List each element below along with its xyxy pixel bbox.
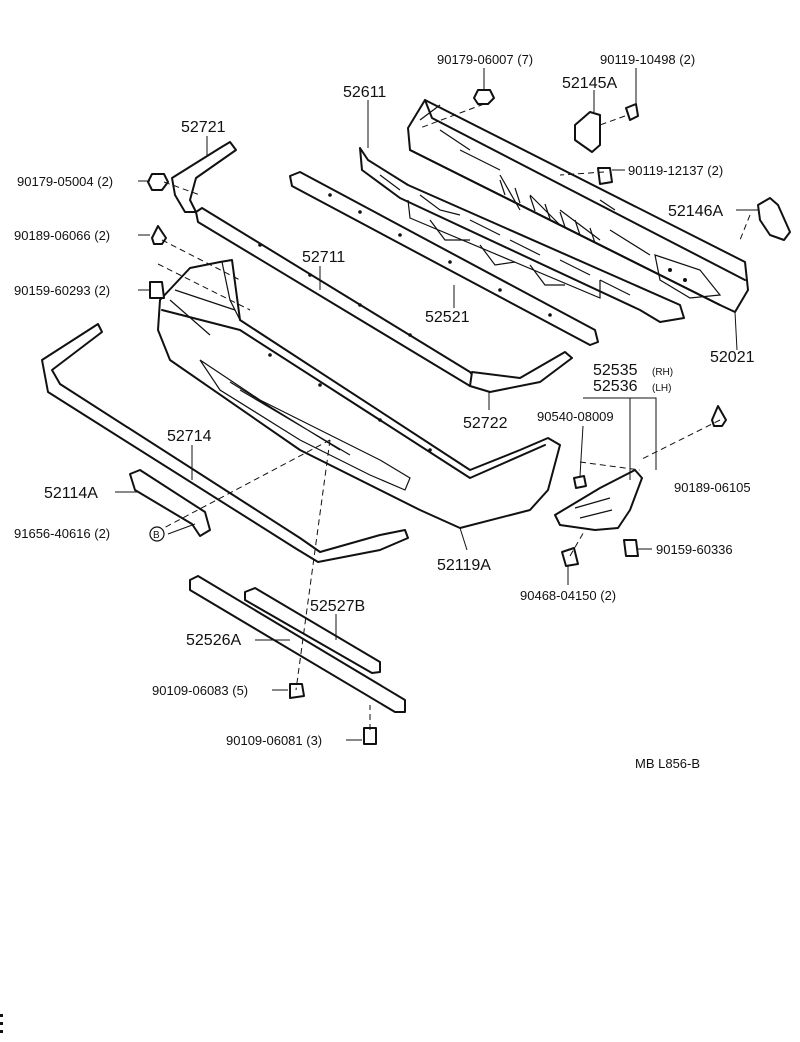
bolt-90119-10498-icon bbox=[625, 103, 639, 121]
label-52536-side: (LH) bbox=[652, 383, 671, 394]
part-52611-absorber bbox=[359, 147, 685, 323]
label-90189-06105: 90189-06105 bbox=[674, 480, 751, 495]
label-52722: 52722 bbox=[463, 415, 508, 432]
part-labels: 90179-06007 (7) 90119-10498 (2) 52145A 5… bbox=[14, 52, 755, 771]
callout-b-marker: B bbox=[149, 526, 165, 542]
label-52021: 52021 bbox=[710, 349, 755, 366]
label-52721: 52721 bbox=[181, 119, 226, 136]
part-52114A-bracket bbox=[129, 469, 211, 537]
label-90179-06007: 90179-06007 (7) bbox=[437, 52, 533, 67]
clip-90468-04150-icon bbox=[561, 547, 579, 567]
label-90540-08009: 90540-08009 bbox=[537, 409, 614, 424]
bolt-90159-60293-icon bbox=[149, 281, 165, 299]
part-52722-molding bbox=[469, 351, 573, 393]
label-90119-10498: 90119-10498 (2) bbox=[600, 52, 695, 67]
label-52114A: 52114A bbox=[44, 485, 98, 502]
part-52714-molding bbox=[41, 323, 409, 563]
leader-lines bbox=[115, 68, 758, 741]
bolt-90119-12137-icon bbox=[597, 167, 613, 185]
assembly-lines bbox=[157, 103, 751, 730]
label-90159-60336: 90159-60336 bbox=[656, 542, 733, 557]
label-90109-06081: 90109-06081 (3) bbox=[226, 733, 322, 748]
reference-code: MB L856-B bbox=[635, 756, 700, 771]
label-52521: 52521 bbox=[425, 309, 470, 326]
label-91656-40616: 91656-40616 (2) bbox=[14, 526, 110, 541]
label-52536: 52536 bbox=[593, 378, 638, 395]
label-52119A: 52119A bbox=[437, 557, 491, 574]
edge-marks bbox=[0, 1014, 3, 1033]
part-52119A-bumper-cover bbox=[157, 259, 561, 529]
label-90468-04150: 90468-04150 (2) bbox=[520, 588, 616, 603]
label-52146A: 52146A bbox=[668, 203, 723, 220]
label-90159-60293: 90159-60293 (2) bbox=[14, 283, 110, 298]
part-52145A-bracket bbox=[574, 111, 601, 153]
fastener-icons bbox=[147, 89, 727, 745]
part-52526A-stay bbox=[189, 575, 406, 713]
bolt-90109-06081-icon bbox=[363, 727, 377, 745]
part-52535-side-support bbox=[554, 469, 643, 531]
label-52535: 52535 bbox=[593, 362, 638, 379]
bolt-90159-60336-icon bbox=[623, 539, 639, 557]
label-52526A: 52526A bbox=[186, 632, 241, 649]
label-90189-06066: 90189-06066 (2) bbox=[14, 228, 110, 243]
nut-90179-06007-icon bbox=[473, 89, 495, 105]
label-52527B: 52527B bbox=[310, 598, 365, 615]
bolt-90109-06083-icon bbox=[289, 683, 305, 699]
part-52721-molding bbox=[171, 141, 237, 213]
label-90109-06083: 90109-06083 (5) bbox=[152, 683, 248, 698]
part-52021-reinforcement bbox=[407, 99, 749, 313]
label-52535-side: (RH) bbox=[652, 367, 673, 378]
part-52527B-stay bbox=[244, 587, 381, 674]
part-52146A-bracket bbox=[757, 197, 791, 241]
label-52711: 52711 bbox=[302, 249, 345, 266]
part-52521-retainer bbox=[289, 171, 599, 346]
label-52714: 52714 bbox=[167, 428, 212, 445]
clip-90189-06105-icon bbox=[711, 405, 727, 427]
svg-text:B: B bbox=[153, 530, 160, 541]
label-52145A: 52145A bbox=[562, 75, 617, 92]
nut-90540-08009-icon bbox=[573, 475, 587, 489]
label-90179-05004: 90179-05004 (2) bbox=[17, 174, 113, 189]
label-52611: 52611 bbox=[343, 84, 386, 101]
label-90119-12137: 90119-12137 (2) bbox=[628, 163, 723, 178]
nut-90179-05004-icon bbox=[147, 173, 169, 191]
